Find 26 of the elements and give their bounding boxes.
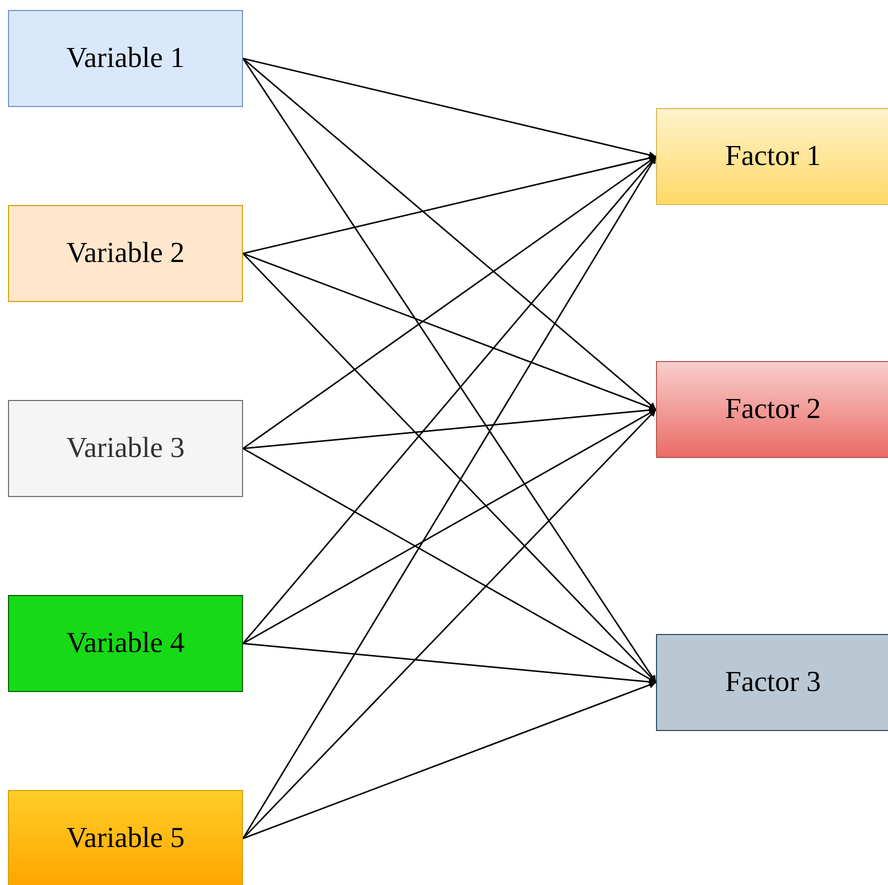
- variable-box: [8, 400, 243, 497]
- factor-box: [656, 108, 888, 205]
- arrow: [242, 156, 657, 644]
- factor-box: [656, 361, 888, 458]
- box-label: Variable 2: [66, 237, 185, 270]
- arrow: [242, 252, 657, 684]
- variable-box: [8, 10, 243, 107]
- box-label: Variable 5: [66, 822, 185, 855]
- arrow: [242, 58, 657, 683]
- arrow: [242, 156, 657, 839]
- box-label: Factor 3: [725, 666, 821, 699]
- factor-box: [656, 634, 888, 731]
- arrow: [242, 58, 656, 158]
- arrow: [242, 58, 656, 410]
- arrow: [242, 408, 657, 840]
- box-label: Factor 1: [725, 140, 821, 173]
- variable-box: [8, 595, 243, 692]
- variable-box: [8, 205, 243, 302]
- box-label: Factor 2: [725, 393, 821, 426]
- box-label: Variable 3: [66, 432, 185, 465]
- box-label: Variable 4: [66, 627, 185, 660]
- arrow: [242, 406, 656, 450]
- arrow: [242, 682, 656, 840]
- arrow: [242, 642, 656, 686]
- box-label: Variable 1: [66, 42, 185, 75]
- variable-box: [8, 790, 243, 885]
